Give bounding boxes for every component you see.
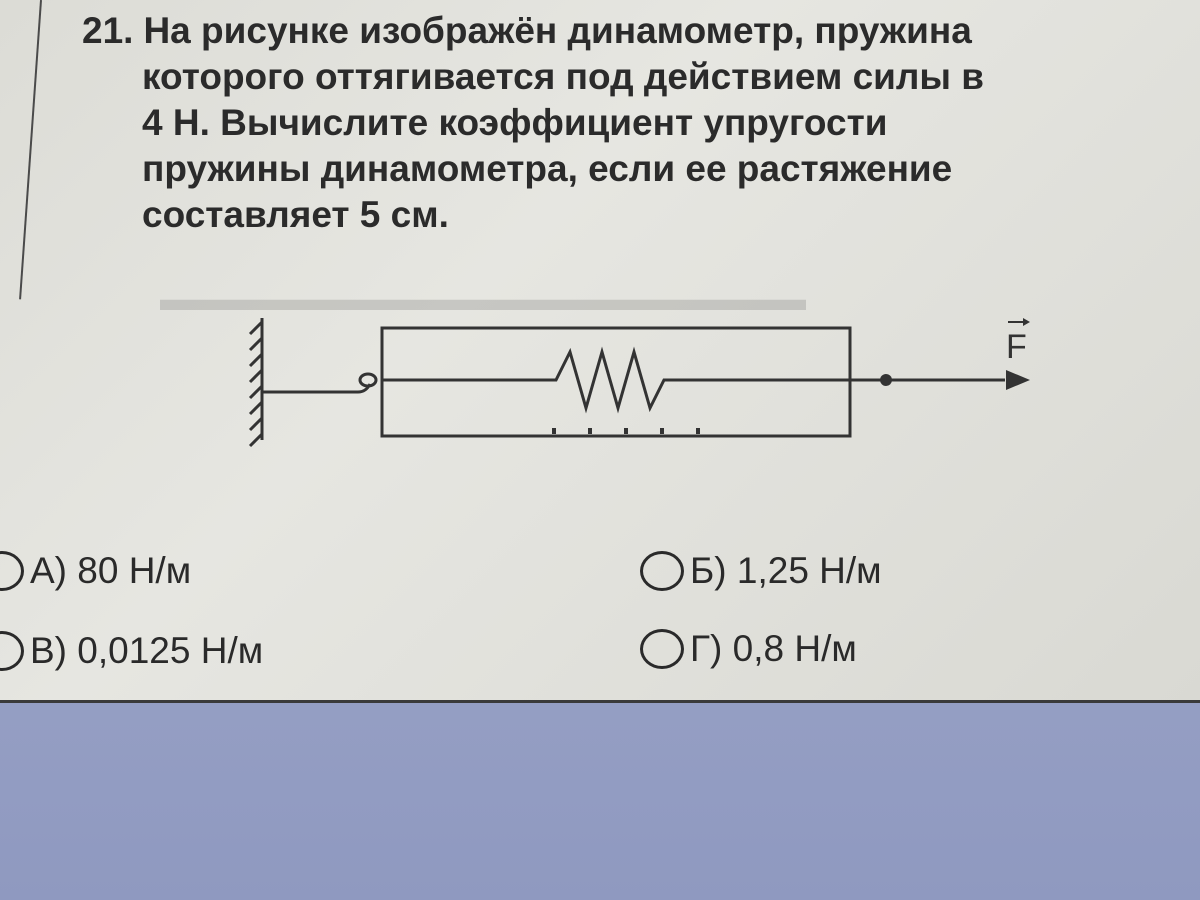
dynamometer-body: [380, 326, 852, 438]
radio-circle-icon[interactable]: [640, 551, 684, 591]
force-vector-bar-head: [1023, 318, 1030, 326]
answer-letter-g: Г): [690, 628, 723, 669]
answer-text-g: 0,8 Н/м: [732, 628, 857, 669]
question-number: 21.: [82, 10, 134, 51]
answer-option-g[interactable]: Г) 0,8 Н/м: [640, 628, 857, 670]
answer-option-a[interactable]: А) 80 Н/м: [0, 550, 191, 592]
question-line-3: 4 Н. Вычислите коэффициент упругости: [142, 102, 888, 143]
hook-ring: [358, 372, 378, 388]
answer-option-b[interactable]: Б) 1,25 Н/м: [640, 550, 882, 592]
answer-letter-a: А): [30, 550, 67, 591]
radio-circle-icon[interactable]: [0, 551, 24, 591]
dynamometer-diagram: F: [248, 318, 1030, 448]
force-label: F: [1006, 328, 1027, 366]
scale-marks: [552, 428, 700, 434]
answer-letter-v: В): [30, 630, 67, 671]
force-arrowhead: [1006, 370, 1030, 390]
answer-text-a: 80 Н/м: [77, 550, 192, 591]
paper-sheet: ▬▬▬▬▬▬▬▬▬▬▬▬▬▬▬▬▬▬▬ 21.На рисунке изобра…: [0, 0, 1200, 703]
attachment-point: [880, 374, 892, 386]
question-line-4: пружины динамометра, если ее растяжение: [142, 148, 953, 189]
answer-text-b: 1,25 Н/м: [736, 550, 882, 591]
radio-circle-icon[interactable]: [0, 631, 24, 671]
margin-line: [19, 0, 42, 300]
wall-hatching: [248, 318, 264, 448]
hook-curve: [357, 383, 372, 394]
answer-text-v: 0,0125 Н/м: [77, 630, 264, 671]
spring: [382, 346, 850, 414]
answer-options: А) 80 Н/м Б) 1,25 Н/м В) 0,0125 Н/м Г) 0…: [0, 530, 1200, 680]
question-text: 21.На рисунке изображён динамометр, пруж…: [82, 8, 1182, 238]
question-line-5: составляет 5 см.: [142, 194, 449, 235]
question-line-1: На рисунке изображён динамометр, пружина: [143, 10, 972, 51]
answer-option-v[interactable]: В) 0,0125 Н/м: [0, 630, 263, 672]
question-line-2: которого оттягивается под действием силы…: [142, 56, 985, 97]
radio-circle-icon[interactable]: [640, 629, 684, 669]
answer-letter-b: Б): [690, 550, 727, 591]
